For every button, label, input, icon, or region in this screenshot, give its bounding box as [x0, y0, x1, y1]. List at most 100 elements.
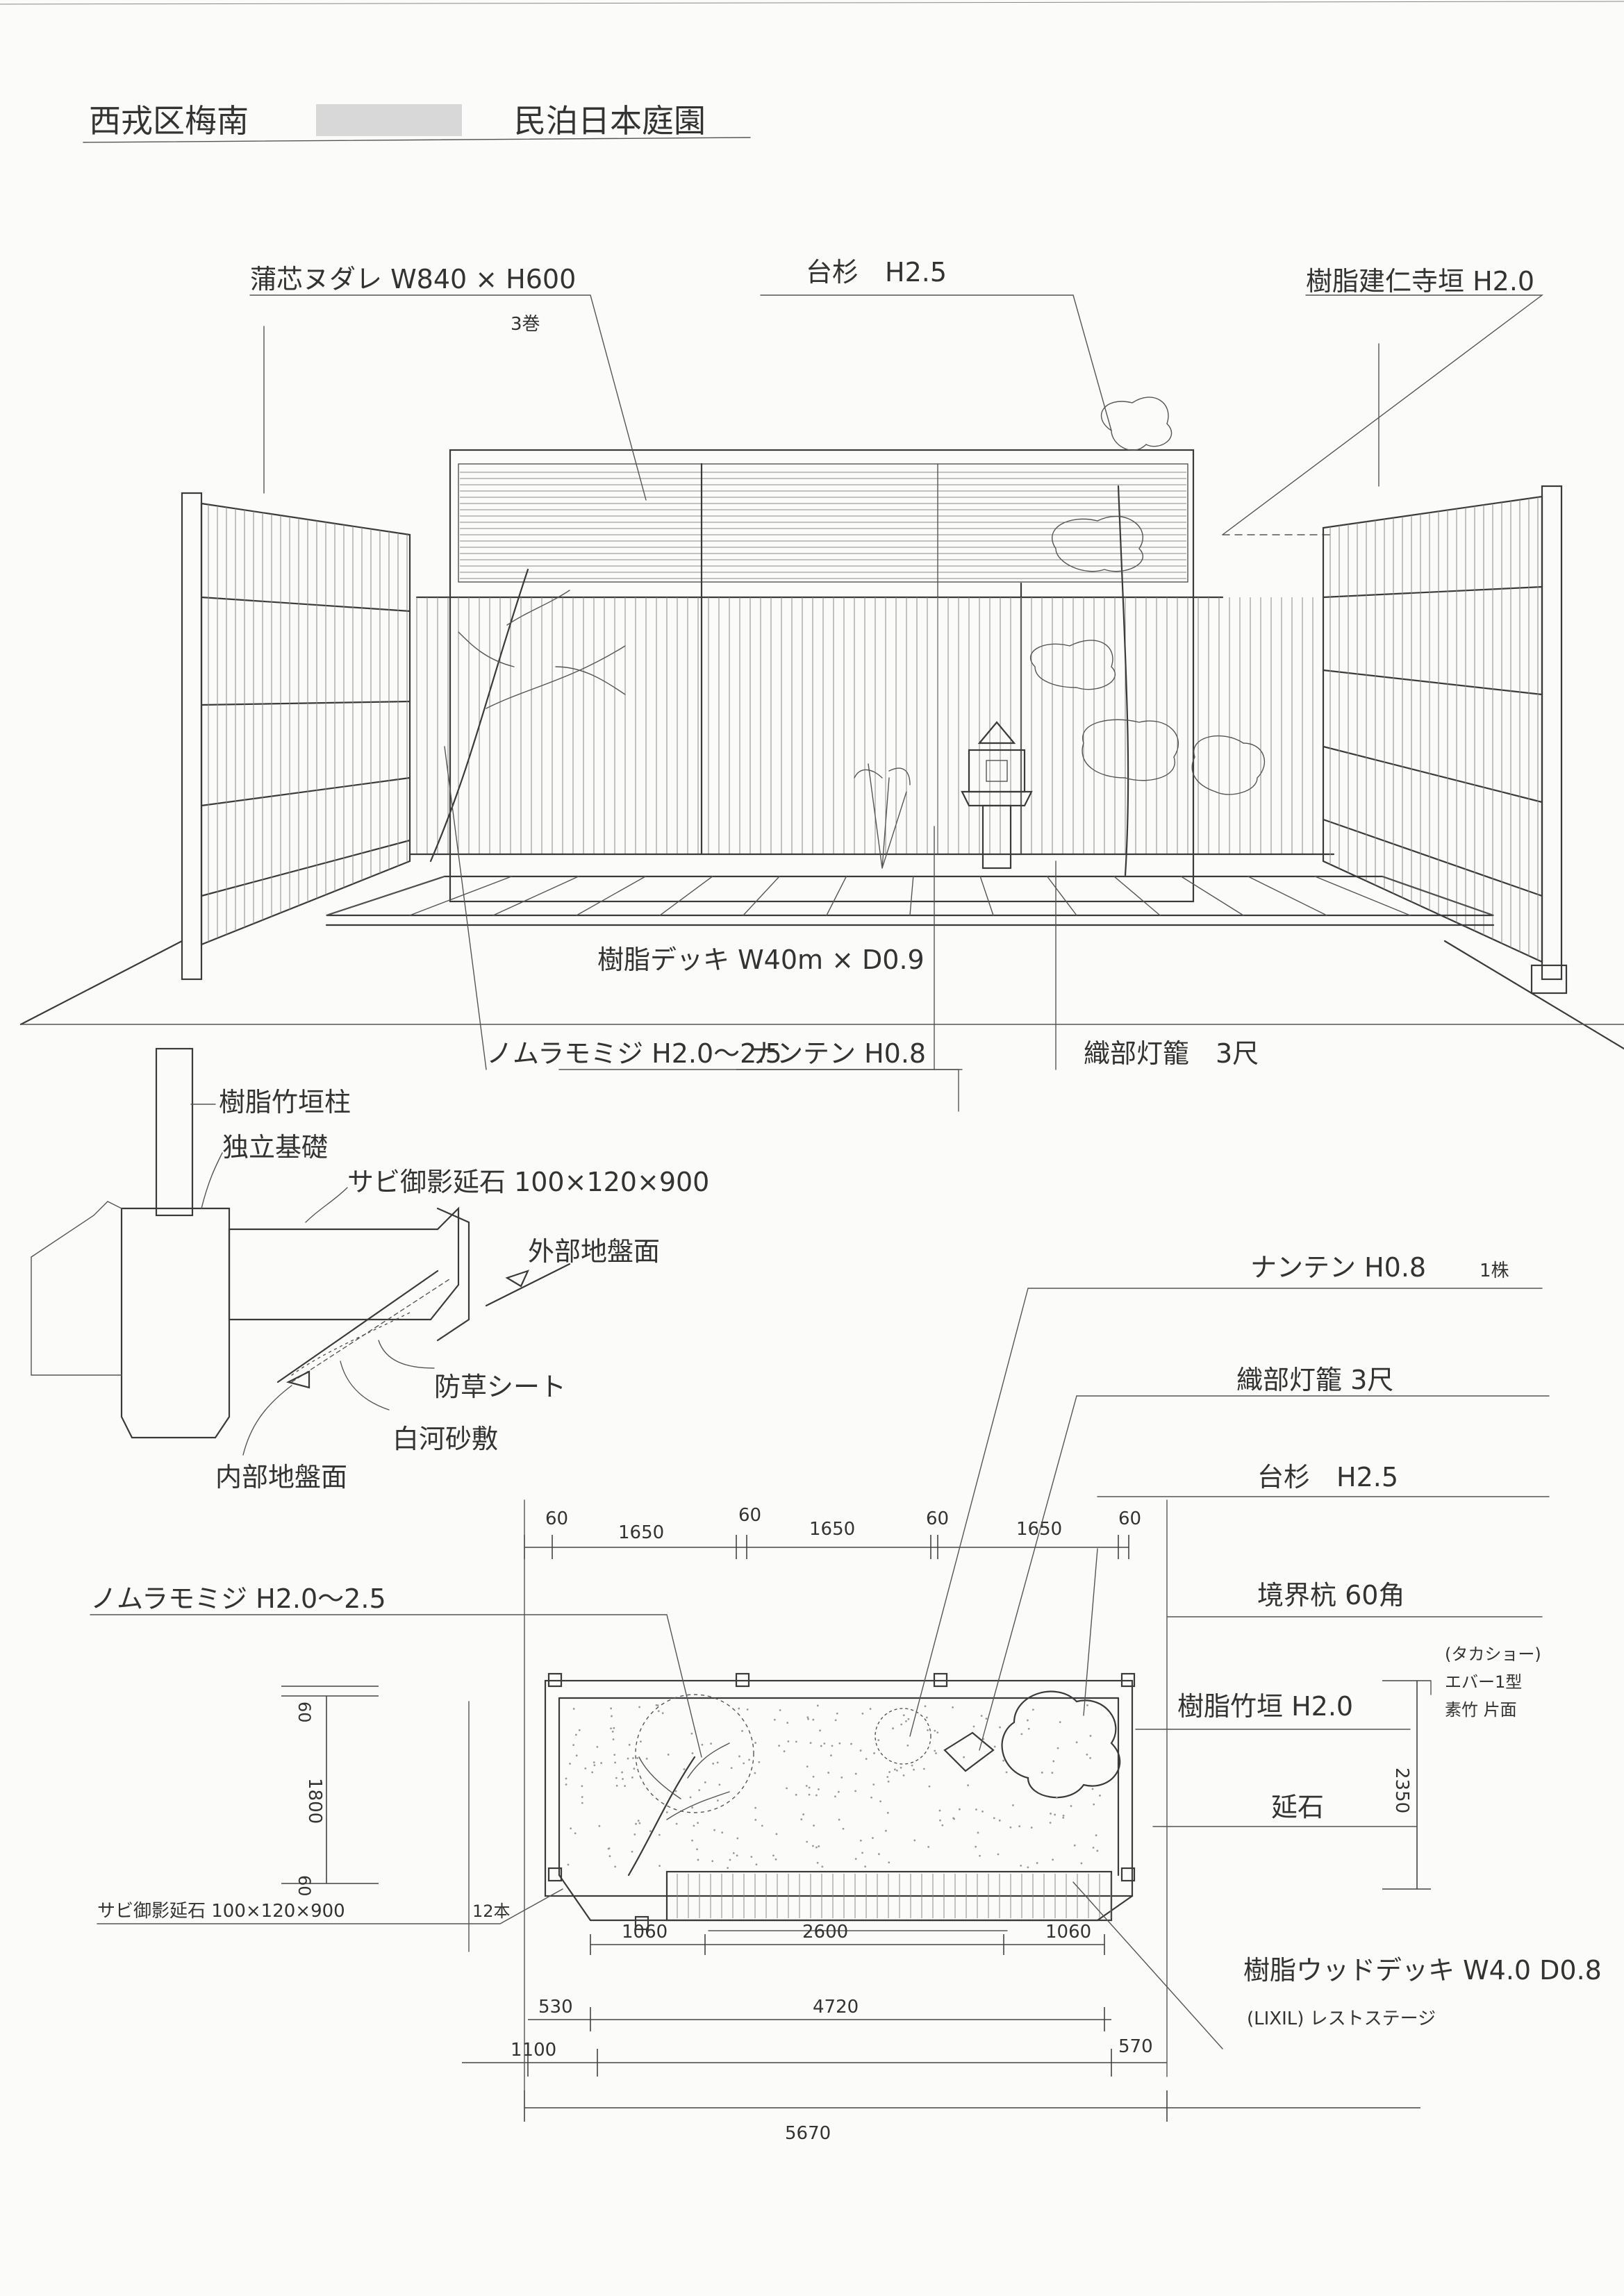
- dim-left-outer: 1100: [511, 2040, 556, 2061]
- gravel-dot: [872, 1837, 874, 1839]
- back-fence-frame: [449, 449, 1195, 903]
- plan-label-gc-1: エバー1型: [1445, 1672, 1522, 1692]
- gravel-dot: [787, 1740, 790, 1742]
- right-fence-outline: [1322, 495, 1543, 963]
- gravel-dot: [813, 1824, 815, 1827]
- deck-board: [1180, 876, 1244, 916]
- gravel-dot: [888, 1861, 890, 1864]
- dim-top-4: 60: [926, 1508, 949, 1529]
- gravel-dot: [812, 1718, 815, 1721]
- right-fence-panel: [1322, 485, 1568, 995]
- gravel-dot: [902, 1714, 905, 1717]
- gravel-dot: [935, 1752, 937, 1754]
- gravel-dot: [649, 1830, 652, 1833]
- gravel-dot: [1030, 1827, 1033, 1829]
- gravel-dot: [928, 1785, 931, 1788]
- gravel-dot: [924, 1705, 927, 1708]
- gravel-dot: [1027, 1727, 1030, 1730]
- left-fence-panel: [181, 492, 411, 981]
- gravel-dot: [999, 1726, 1001, 1729]
- dim-right-off: 570: [1118, 2036, 1153, 2057]
- gravel-dot: [870, 1796, 872, 1799]
- gravel-dot: [656, 1704, 659, 1707]
- gravel-dot: [736, 1837, 739, 1840]
- reed-screen: [458, 463, 1188, 583]
- gravel-dot: [593, 1761, 595, 1764]
- gravel-dot: [895, 1770, 898, 1772]
- gravel-dot: [638, 1706, 641, 1708]
- gravel-dot: [1026, 1719, 1029, 1722]
- gravel-dot: [834, 1795, 836, 1798]
- gravel-dot: [911, 1764, 913, 1767]
- gravel-dot: [900, 1766, 902, 1769]
- gravel-dot: [938, 1809, 941, 1812]
- plan-label-gc-2: 素竹 片面: [1445, 1700, 1517, 1720]
- gravel-dot: [808, 1793, 811, 1796]
- gravel-dot: [611, 1715, 613, 1717]
- gravel-dot: [859, 1839, 862, 1842]
- label-inner-ground: 内部地盤面: [215, 1462, 347, 1492]
- title-underline: [83, 137, 751, 143]
- gravel-dot: [775, 1833, 778, 1836]
- gravel-dot: [665, 1811, 668, 1813]
- dim-left-off: 530: [538, 1997, 573, 2018]
- gravel-dot: [581, 1785, 583, 1788]
- gravel-dot: [922, 1767, 925, 1770]
- gravel-dot: [593, 1764, 596, 1767]
- gravel-dot: [741, 1730, 743, 1732]
- gravel-dot: [980, 1715, 983, 1717]
- gravel-dot: [778, 1745, 781, 1747]
- gravel-dot: [675, 1822, 678, 1825]
- gravel-dot: [818, 1788, 820, 1790]
- gravel-dot: [570, 1827, 572, 1830]
- gravel-dot: [658, 1865, 661, 1867]
- label-detail-curb: サビ御影延石 100×120×900: [347, 1167, 709, 1197]
- gravel-dot: [1018, 1825, 1021, 1828]
- gravel-dot: [892, 1727, 894, 1730]
- gravel-dot: [1057, 1747, 1059, 1749]
- gravel-dot: [761, 1824, 763, 1827]
- plan-nanten: [875, 1708, 931, 1765]
- gravel-dot: [936, 1731, 939, 1734]
- gravel-dot: [1089, 1735, 1092, 1737]
- gravel-dot: [711, 1860, 714, 1863]
- gravel-dot: [902, 1774, 905, 1777]
- elevation-deck: [325, 875, 1495, 926]
- gravel-dot: [809, 1742, 812, 1745]
- gravel-dot: [758, 1761, 761, 1763]
- plan-lantern: [943, 1731, 995, 1772]
- momiji-tree-elev: [429, 568, 626, 863]
- gravel-dot: [633, 1833, 636, 1836]
- gravel-dot: [820, 1745, 822, 1747]
- gravel-dot: [1075, 1741, 1078, 1744]
- gravel-dot: [613, 1754, 616, 1756]
- plan-label-curb-right: 延石: [1271, 1792, 1324, 1822]
- gravel-dot: [823, 1742, 826, 1745]
- gravel-dot: [952, 1706, 954, 1708]
- gravel-dot: [575, 1754, 578, 1757]
- deck-board: [1381, 876, 1494, 916]
- gravel-dot: [958, 1808, 961, 1811]
- gravel-dot: [1009, 1826, 1012, 1829]
- gravel-dot: [807, 1717, 809, 1720]
- deck-board: [492, 876, 579, 916]
- detail-curb: [228, 1206, 460, 1321]
- gravel-dot: [572, 1744, 575, 1747]
- label-outer-ground: 外部地盤面: [528, 1236, 660, 1267]
- gravel-dot: [834, 1719, 837, 1722]
- deck-board: [576, 876, 646, 916]
- deck-board: [979, 876, 994, 916]
- gravel-dot: [613, 1727, 615, 1729]
- gravel-dot: [691, 1806, 694, 1808]
- gravel-dot: [658, 1833, 661, 1836]
- gravel-dot: [972, 1725, 975, 1728]
- gravel-dot: [1052, 1858, 1054, 1861]
- gravel-dot: [865, 1758, 868, 1761]
- deck-board: [326, 876, 445, 916]
- label-fence: 樹脂建仁寺垣 H2.0: [1306, 266, 1534, 297]
- gravel-dot: [1005, 1771, 1008, 1774]
- label-daisugi: 台杉 H2.5: [806, 257, 947, 288]
- gravel-dot: [786, 1722, 789, 1724]
- gravel-dot: [574, 1733, 577, 1736]
- gravel-dot: [1073, 1844, 1076, 1847]
